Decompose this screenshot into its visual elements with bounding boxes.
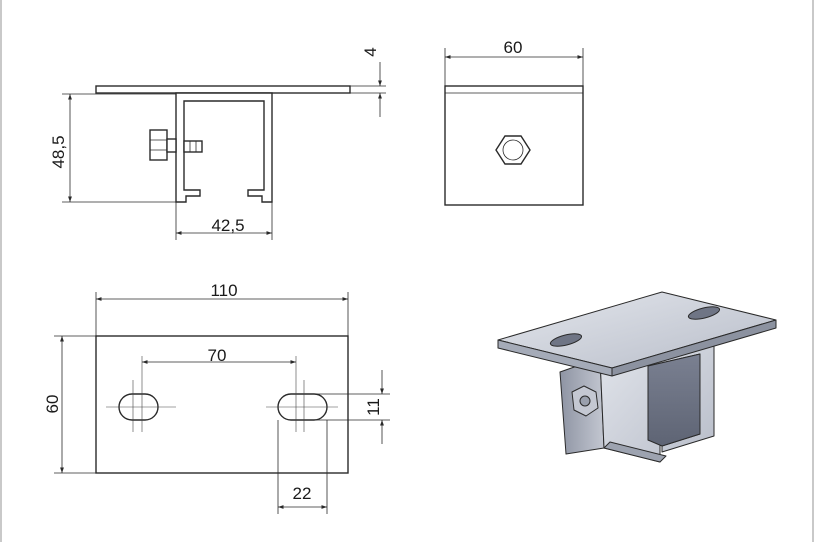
dim-slot-spacing: 70: [142, 346, 296, 365]
dim-slot-spacing-label: 70: [208, 346, 227, 365]
dim-plate-length-label: 110: [210, 281, 237, 300]
iso-plate-side-edge: [611, 319, 777, 377]
right-edge-line: [812, 0, 814, 542]
dim-slot-length: 22: [277, 420, 328, 514]
iso-channel-inner: [647, 353, 701, 447]
iso-channel-lip: [603, 441, 667, 463]
dim-front-height: 48,5: [49, 93, 176, 203]
side-view: 60: [444, 38, 584, 206]
front-plate: [95, 85, 351, 94]
dim-side-width-label: 60: [504, 38, 523, 57]
dim-front-width: 42,5: [175, 202, 273, 240]
dim-front-height-label: 48,5: [49, 135, 68, 168]
dim-side-width: 60: [444, 38, 584, 86]
dim-plate-width: 60: [43, 335, 96, 474]
iso-slot-right: [687, 306, 721, 320]
dim-front-width-label: 42,5: [211, 216, 244, 235]
dim-plate-thickness: 4: [350, 47, 386, 117]
front-bolt: [149, 129, 203, 161]
front-view: 48,5 42,5 4: [49, 47, 386, 240]
isometric-view: [497, 291, 777, 463]
top-view: 110 60 70 11 22: [43, 281, 390, 514]
iso-slot-left: [549, 333, 583, 347]
left-edge-line: [0, 0, 2, 542]
dim-plate-length: 110: [95, 281, 349, 336]
dim-slot-width: 11: [310, 370, 390, 444]
front-channel: [175, 92, 273, 203]
dim-slot-length-label: 22: [293, 484, 312, 503]
dim-plate-width-label: 60: [43, 395, 62, 414]
dim-slot-width-label: 11: [364, 398, 383, 416]
side-hex-nut: [495, 135, 531, 165]
dim-plate-thickness-label: 4: [361, 47, 380, 56]
